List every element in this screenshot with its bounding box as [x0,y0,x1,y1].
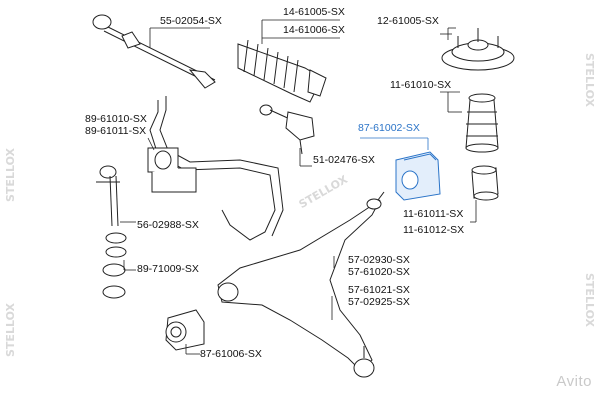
left-watermark-top: STELLOX [4,147,17,202]
part-label-87-61006[interactable]: 87-61006-SX [200,348,262,360]
strut-mount-drawing [441,28,515,71]
part-label-89-61011[interactable]: 89-61011-SX [85,125,147,137]
rear-bushing-drawing [471,165,499,201]
bump-stop-drawing [465,93,499,153]
stabilizer-bushing-drawing [147,147,197,193]
leader-lines [120,19,477,355]
part-label-89-61010[interactable]: 89-61010-SX [85,113,147,125]
part-label-89-71009[interactable]: 89-71009-SX [137,263,199,275]
stabilizer-link-drawing [96,165,120,227]
part-label-57-02930[interactable]: 57-02930-SX [348,254,410,266]
part-label-57-61021[interactable]: 57-61021-SX [348,284,410,296]
control-arm-bushing-highlighted-drawing [395,151,441,201]
right-watermark-bottom: STELLOX [583,273,596,328]
part-label-14-61006[interactable]: 14-61006-SX [283,24,345,36]
part-label-55-02054[interactable]: 55-02054-SX [160,15,222,27]
part-label-11-61010[interactable]: 11-61010-SX [390,79,452,91]
tie-rod-end-drawing [259,104,315,155]
part-label-14-61005[interactable]: 14-61005-SX [283,6,345,18]
stabilizer-washers-drawing [102,232,127,299]
right-watermark-top: STELLOX [583,53,596,108]
part-label-12-61005[interactable]: 12-61005-SX [377,15,439,27]
avito-watermark: Avito [556,373,592,390]
part-label-11-61012[interactable]: 11-61012-SX [403,224,465,236]
inner-tie-rod-drawing [92,14,216,89]
part-label-57-61020[interactable]: 57-61020-SX [348,266,410,278]
center-watermark: STELLOX [297,173,351,212]
part-label-57-02925[interactable]: 57-02925-SX [348,296,410,308]
part-label-56-02988[interactable]: 56-02988-SX [137,219,199,231]
part-label-11-61011[interactable]: 11-61011-SX [403,208,464,220]
lower-control-arm-drawing [217,191,385,378]
front-arm-bushing-drawing [165,309,205,351]
part-label-87-61002[interactable]: 87-61002-SX [358,122,420,134]
part-label-51-02476[interactable]: 51-02476-SX [313,154,375,166]
steering-boot-drawing [237,39,327,103]
left-watermark-bottom: STELLOX [4,302,17,357]
stabilizer-bar-drawing [149,96,284,241]
